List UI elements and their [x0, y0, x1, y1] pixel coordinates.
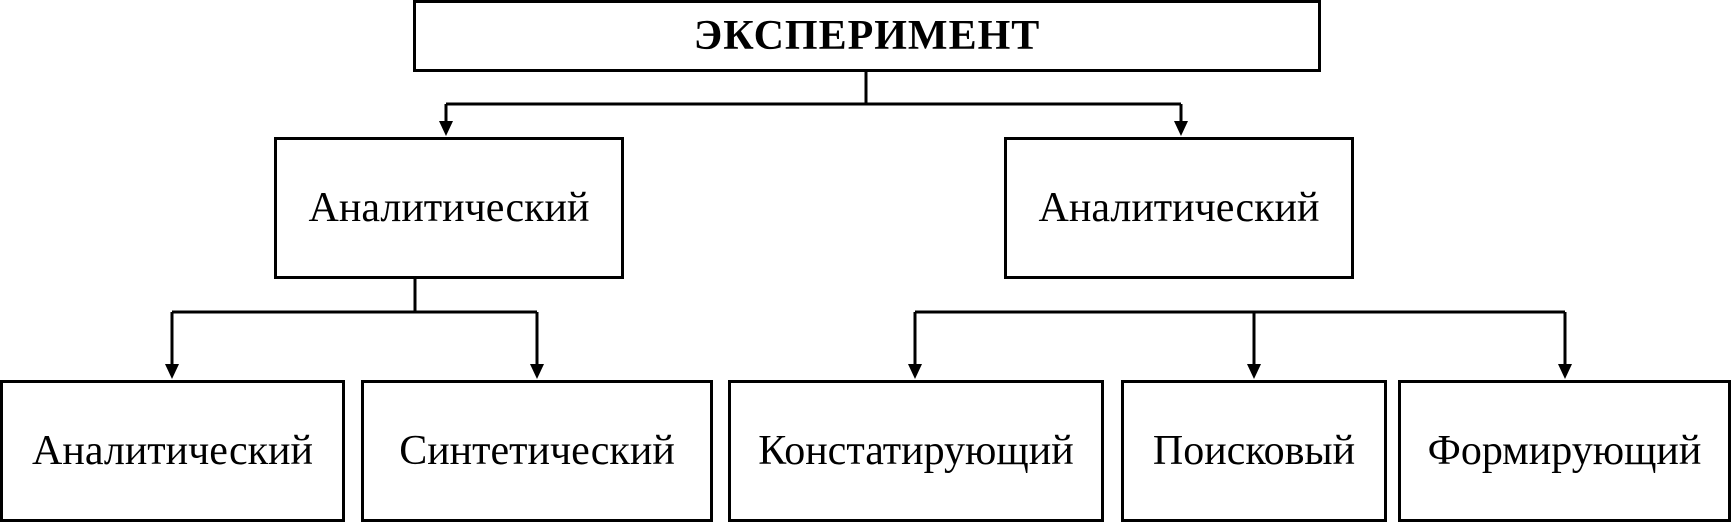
- arrow-head-l1-right: [1174, 121, 1188, 136]
- root-node: ЭКСПЕРИМЕНТ: [413, 0, 1321, 72]
- arrow-head-l2-synthetic: [530, 364, 544, 379]
- level2-node-ascertaining: Констатирующий: [728, 380, 1104, 522]
- level1-node-right: Аналитический: [1004, 137, 1354, 279]
- level1-node-left: Аналитический: [274, 137, 624, 279]
- level2-node-synthetic: Синтетический: [361, 380, 713, 522]
- level2-node-forming: Формирующий: [1398, 380, 1731, 522]
- arrow-head-l2-forming: [1558, 364, 1572, 379]
- arrow-head-l2-search: [1247, 364, 1261, 379]
- level2-node-analytic: Аналитический: [0, 380, 345, 522]
- arrow-head-l1-left: [439, 121, 453, 136]
- arrow-head-l2-analytic: [165, 364, 179, 379]
- arrow-head-l2-ascertaining: [908, 364, 922, 379]
- level2-node-search: Поисковый: [1121, 380, 1387, 522]
